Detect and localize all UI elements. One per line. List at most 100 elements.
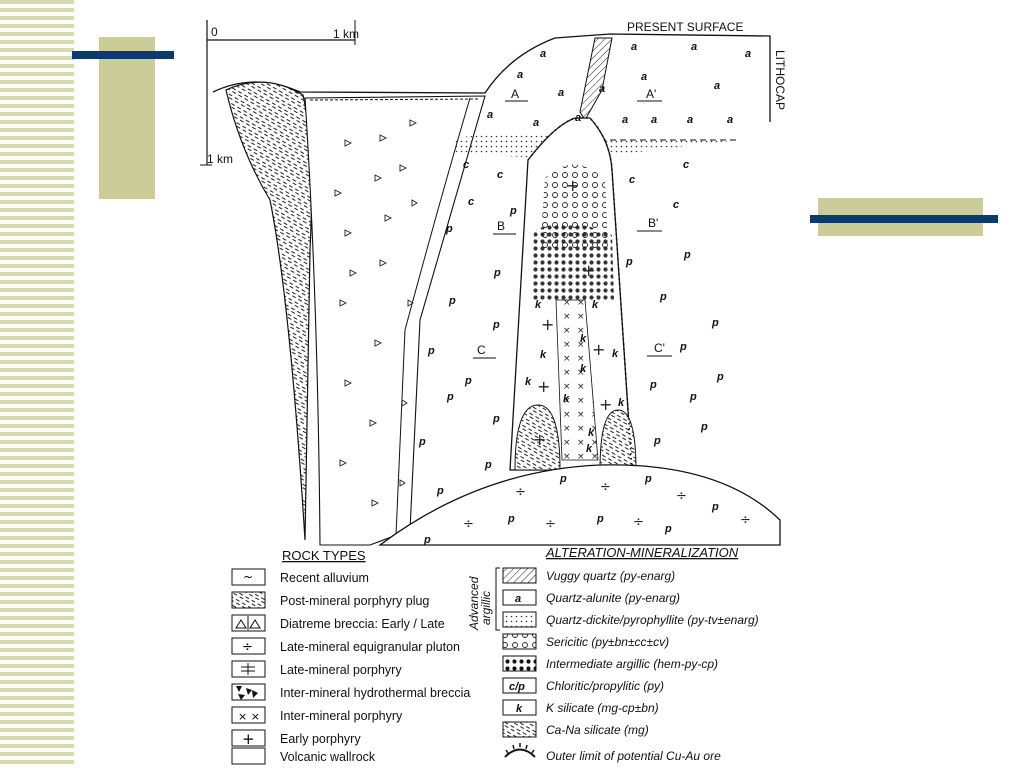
svg-text:a: a (687, 114, 693, 126)
svg-text:p: p (507, 513, 515, 525)
alteration-label-1: Quartz-alunite (py-enarg) (546, 591, 680, 605)
swatch-equigranular-pluton (231, 637, 266, 655)
svg-text:p: p (464, 375, 472, 387)
swatch-recent-alluvium (231, 568, 266, 586)
present-surface-line (212, 33, 771, 122)
svg-text:p: p (484, 459, 492, 471)
svg-text:p: p (493, 267, 501, 279)
alteration-legend: a c/p k Vuggy quartz (py-enarg) Quartz-a… (502, 567, 759, 763)
svg-text:÷: ÷ (545, 517, 556, 532)
alteration-label-7: Ca-Na silicate (mg) (546, 723, 649, 737)
svg-text:c: c (468, 196, 474, 208)
alteration-label-0: Vuggy quartz (py-enarg) (546, 569, 675, 583)
rock-type-label-7: Early porphyry (280, 732, 361, 746)
deco-block-left (99, 37, 155, 199)
svg-text:k: k (516, 703, 523, 715)
svg-text:p: p (509, 205, 517, 217)
svg-text:a: a (517, 69, 523, 81)
svg-text:p: p (649, 379, 657, 391)
svg-text:~: ~ (243, 570, 253, 584)
deco-bar-right (810, 215, 998, 223)
scale-bar: 0 1 km 1 km (200, 20, 359, 166)
svg-text:k: k (525, 376, 532, 388)
pluton-symbols: ÷÷÷ ÷÷÷÷ (463, 480, 751, 532)
diatreme-breccia (304, 95, 486, 546)
svg-text:k: k (592, 299, 599, 311)
svg-text:p: p (653, 435, 661, 447)
swatch-sericitic (502, 633, 537, 650)
swatch-k-silicate (502, 699, 537, 716)
svg-text:p: p (446, 391, 454, 403)
lithocap-label: LITHOCAP (773, 50, 787, 110)
svg-text:a: a (631, 41, 637, 53)
svg-text:k: k (588, 427, 595, 439)
alteration-label-4: Intermediate argillic (hem-py-cp) (546, 657, 718, 671)
svg-text:Advanced: Advanced (467, 576, 481, 631)
svg-text:+: + (592, 340, 605, 359)
svg-text:+: + (599, 395, 612, 414)
diatreme-triangles (334, 119, 418, 507)
svg-text:a: a (599, 83, 605, 95)
swatch-post-mineral-plug (231, 591, 266, 609)
svg-text:÷: ÷ (676, 489, 687, 504)
rock-type-label-0: Recent alluvium (280, 571, 369, 585)
svg-text:a: a (558, 87, 564, 99)
svg-text:a: a (487, 109, 493, 121)
rock-type-label-1: Post-mineral porphyry plug (280, 594, 429, 608)
svg-text:p: p (418, 436, 426, 448)
svg-text:p: p (679, 341, 687, 353)
svg-text:+: + (541, 315, 554, 334)
svg-text:÷: ÷ (633, 515, 644, 530)
svg-text:a: a (714, 80, 720, 92)
svg-text:a: a (515, 593, 521, 605)
svg-text:+: + (537, 377, 550, 396)
swatch-chloritic-propylitic (502, 677, 537, 694)
svg-text:a: a (691, 41, 697, 53)
svg-text:k: k (535, 299, 542, 311)
svg-text:k: k (540, 349, 547, 361)
svg-text:+: + (566, 176, 579, 195)
svg-text:p: p (625, 256, 633, 268)
diatreme-contact (395, 97, 471, 536)
svg-text:÷: ÷ (463, 517, 474, 532)
scale-horizontal: 1 km (333, 27, 359, 41)
alteration-label-3: Sericitic (py±bn±cc±cv) (546, 635, 669, 649)
section-label-c: C (477, 343, 486, 357)
swatch-intermediate-argillic (502, 655, 537, 672)
intermediate-argillic-zone (532, 223, 614, 300)
advanced-argillic-bracket: Advanced argillic (467, 567, 500, 631)
svg-text:p: p (689, 391, 697, 403)
svg-text:p: p (711, 317, 719, 329)
alteration-label-2: Quartz-dickite/pyrophyllite (py-tv±enarg… (546, 613, 759, 627)
swatch-volcanic-wallrock (231, 747, 266, 765)
svg-text:p: p (448, 295, 456, 307)
svg-text:÷: ÷ (740, 513, 751, 528)
svg-text:k: k (586, 443, 593, 455)
svg-text:c: c (463, 159, 469, 171)
swatch-outer-limit (504, 748, 536, 758)
svg-text:p: p (711, 501, 719, 513)
outer-limit-ore (527, 117, 633, 471)
section-labels: A A' B B' C C' (473, 87, 672, 359)
alteration-title: ALTERATION-MINERALIZATION (545, 545, 739, 560)
svg-text:c: c (497, 169, 503, 181)
early-porphyry-symbols: +++ ++++ (533, 176, 612, 449)
scale-zero: 0 (211, 25, 218, 39)
svg-text:a: a (575, 112, 581, 124)
svg-text:+: + (242, 730, 255, 748)
svg-text:k: k (580, 333, 587, 345)
svg-text:a: a (540, 48, 546, 60)
swatch-vuggy-quartz (502, 567, 537, 584)
svg-text:c: c (673, 199, 679, 211)
section-label-b-prime: B' (648, 216, 658, 230)
svg-text:p: p (700, 421, 708, 433)
swatch-quartz-alunite (502, 589, 537, 606)
svg-text:p: p (664, 523, 672, 535)
swatch-early-porphyry (231, 729, 266, 747)
svg-text:a: a (533, 117, 539, 129)
deco-bar-left (72, 51, 174, 59)
late-mineral-pluton (378, 464, 781, 546)
svg-text:p: p (683, 249, 691, 261)
section-label-c-prime: C' (654, 341, 665, 355)
svg-text:k: k (612, 348, 619, 360)
